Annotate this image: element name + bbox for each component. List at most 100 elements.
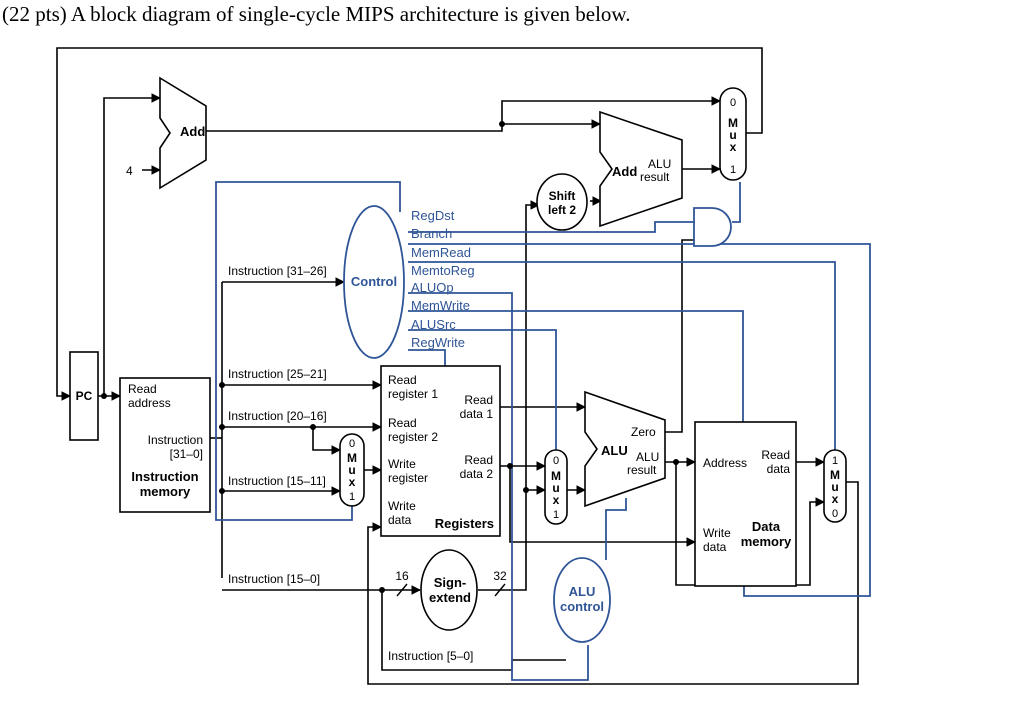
reg-rdata1-a: Read [464, 393, 493, 407]
aluctl-line1: ALU [569, 584, 596, 599]
mux-m: M [830, 468, 840, 482]
pc-adder: Add [159, 76, 207, 190]
mux-x: x [349, 475, 356, 489]
aluctl-line2: control [560, 599, 604, 614]
ctl-memtoreg [408, 261, 836, 450]
memtoreg-mux: 1 M u x 0 [823, 449, 847, 523]
reg-rdata1-b: data 1 [460, 407, 494, 421]
branch-adder-add: Add [612, 164, 637, 179]
mux-in1: 1 [553, 509, 559, 521]
mux-u: u [729, 128, 736, 142]
branch-adder-result: result [640, 170, 670, 184]
data-memory: Address Read data Write data Data memory [694, 421, 797, 587]
instruction-memory: Read address Instruction [31–0] Instruct… [119, 377, 211, 513]
signal-alusrc: ALUSrc [411, 317, 456, 332]
signal-branch: Branch [411, 226, 452, 241]
wire-next-pc [56, 47, 763, 401]
mux-in1: 1 [832, 455, 838, 467]
control-unit: Control [343, 205, 405, 359]
mux-x: x [832, 492, 839, 506]
mux-x: x [730, 140, 737, 154]
instruction-field-labels: Instruction [31–26] Instruction [25–21] … [228, 264, 473, 663]
wire-alu-result-bypass [675, 462, 825, 586]
sext-line1: Sign- [434, 575, 467, 590]
alu-label: ALU [601, 443, 628, 458]
const-four: 4 [126, 164, 133, 178]
ctl-and-out [732, 182, 741, 223]
control-label: Control [351, 274, 397, 289]
program-counter: PC [69, 351, 99, 441]
mux-in0: 0 [553, 455, 559, 467]
ctl-aluop [408, 292, 589, 681]
dmem-address: Address [703, 456, 747, 470]
branch-adder-alu: ALU [648, 157, 671, 171]
wire-sext-out [478, 200, 540, 591]
field-25-21: Instruction [25–21] [228, 367, 327, 381]
ctl-memwrite [408, 310, 744, 422]
mux-in0: 0 [349, 438, 355, 450]
junction-dots [101, 121, 679, 593]
reg-read1-b: register 1 [388, 387, 438, 401]
imem-title-1: Instruction [131, 469, 198, 484]
mux-m: M [347, 451, 357, 465]
sext-line2: extend [429, 590, 471, 605]
wire-pc-plus4 [206, 96, 721, 132]
reg-write-b: register [388, 471, 428, 485]
signal-regwrite: RegWrite [411, 335, 465, 350]
field-15-0: Instruction [15–0] [228, 572, 320, 586]
imem-bits: [31–0] [170, 447, 203, 461]
mux-u: u [552, 481, 559, 495]
wire-rt-to-mux [312, 427, 341, 455]
imem-read: Read [128, 382, 157, 396]
imem-title-2: memory [140, 484, 191, 499]
reg-read2-a: Read [388, 416, 417, 430]
mux-in0: 0 [832, 508, 838, 520]
reg-write-a: Write [388, 457, 416, 471]
pc-label: PC [76, 389, 93, 403]
sign-extend: Sign- extend 16 32 [395, 549, 507, 631]
mux-u: u [831, 480, 838, 494]
reg-wdata-b: data [388, 513, 412, 527]
imem-address: address [128, 396, 171, 410]
ctl-branch [408, 221, 694, 233]
dmem-read-b: data [767, 462, 791, 476]
main-alu: ALU Zero ALU result [584, 390, 666, 508]
wire-zero [665, 239, 694, 433]
branch-adder: Add ALU result [599, 110, 683, 228]
wire-pc-to-add [103, 93, 161, 396]
register-file: Read register 1 Read register 2 Write re… [380, 365, 501, 537]
mux-u: u [348, 463, 355, 477]
alu-result-a: ALU [636, 450, 659, 464]
signal-regdst: RegDst [411, 208, 455, 223]
mux-in0: 0 [730, 97, 736, 109]
field-15-11: Instruction [15–11] [228, 474, 326, 488]
dmem-title-2: memory [741, 534, 792, 549]
reg-rdata2-b: data 2 [460, 467, 494, 481]
alu-result-b: result [627, 463, 657, 477]
signal-memwrite: MemWrite [411, 298, 470, 313]
wire-rd2-to-dmem [509, 466, 696, 547]
sext-out-bits: 32 [493, 569, 507, 583]
reg-read2-b: register 2 [388, 430, 438, 444]
wire-writeback [367, 481, 859, 685]
signal-memtoreg: MemtoReg [411, 263, 475, 278]
sext-in-bits: 16 [395, 569, 409, 583]
reg-read1-a: Read [388, 373, 417, 387]
control-wires [215, 181, 871, 681]
signal-memread: MemRead [411, 245, 471, 260]
pcsrc-mux: 0 M u x 1 [719, 87, 747, 181]
pc-adder-label: Add [180, 124, 205, 139]
field-5-0: Instruction [5–0] [388, 649, 473, 663]
shift-line2: left 2 [548, 203, 576, 217]
alu-zero: Zero [631, 425, 656, 439]
page-title: (22 pts) A block diagram of single-cycle… [2, 2, 631, 26]
control-signal-labels: RegDst Branch MemRead MemtoReg ALUOp Mem… [411, 208, 475, 350]
mux-m: M [551, 469, 561, 483]
ctl-alu-control-out [605, 498, 627, 560]
dmem-read-a: Read [761, 448, 790, 462]
alu-control-unit: ALU control [553, 557, 611, 643]
field-20-16: Instruction [20–16] [228, 409, 327, 423]
mux-m: M [728, 116, 738, 130]
dmem-title-1: Data [752, 519, 781, 534]
